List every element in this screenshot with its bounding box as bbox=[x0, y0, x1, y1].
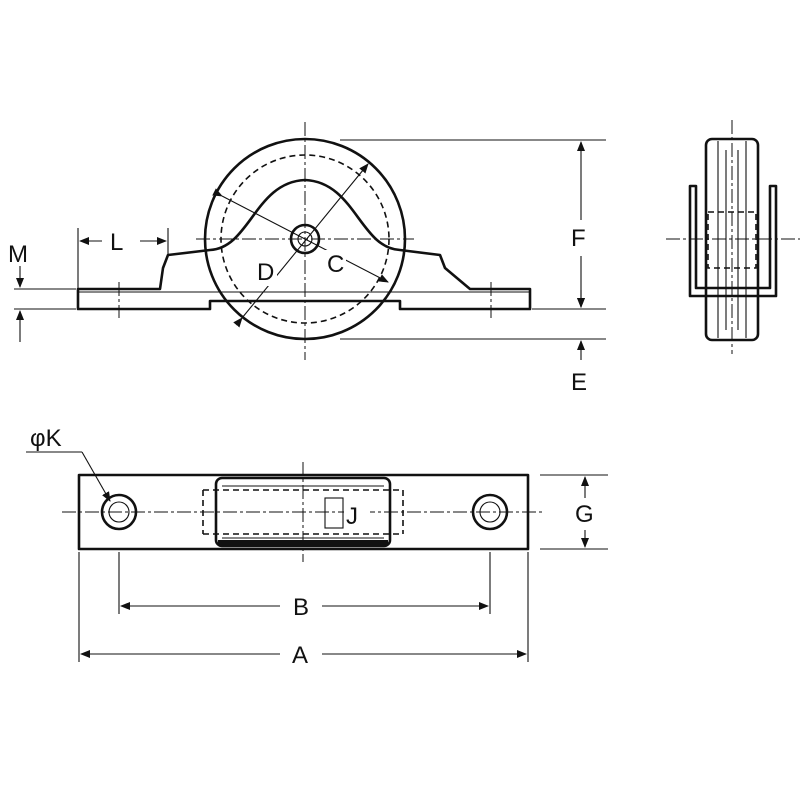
axle-slot bbox=[324, 497, 344, 529]
label-k: φK bbox=[30, 425, 62, 452]
label-f: F bbox=[571, 225, 586, 252]
top-view: J φK G B A bbox=[26, 425, 608, 669]
label-b: B bbox=[293, 594, 309, 621]
leader-k-arrow bbox=[81, 451, 111, 502]
front-view: D C L M F E bbox=[8, 122, 606, 396]
label-g: G bbox=[575, 501, 594, 528]
label-e: E bbox=[571, 369, 587, 396]
label-a: A bbox=[292, 642, 308, 669]
label-l: L bbox=[110, 229, 123, 256]
label-c: C bbox=[327, 251, 344, 278]
bracket-outline bbox=[76, 178, 532, 311]
label-j: J bbox=[346, 503, 358, 530]
label-d: D bbox=[257, 259, 274, 286]
side-bracket bbox=[688, 184, 778, 298]
label-m: M bbox=[8, 241, 28, 268]
dim-d-line bbox=[233, 163, 369, 328]
side-view bbox=[666, 120, 800, 354]
